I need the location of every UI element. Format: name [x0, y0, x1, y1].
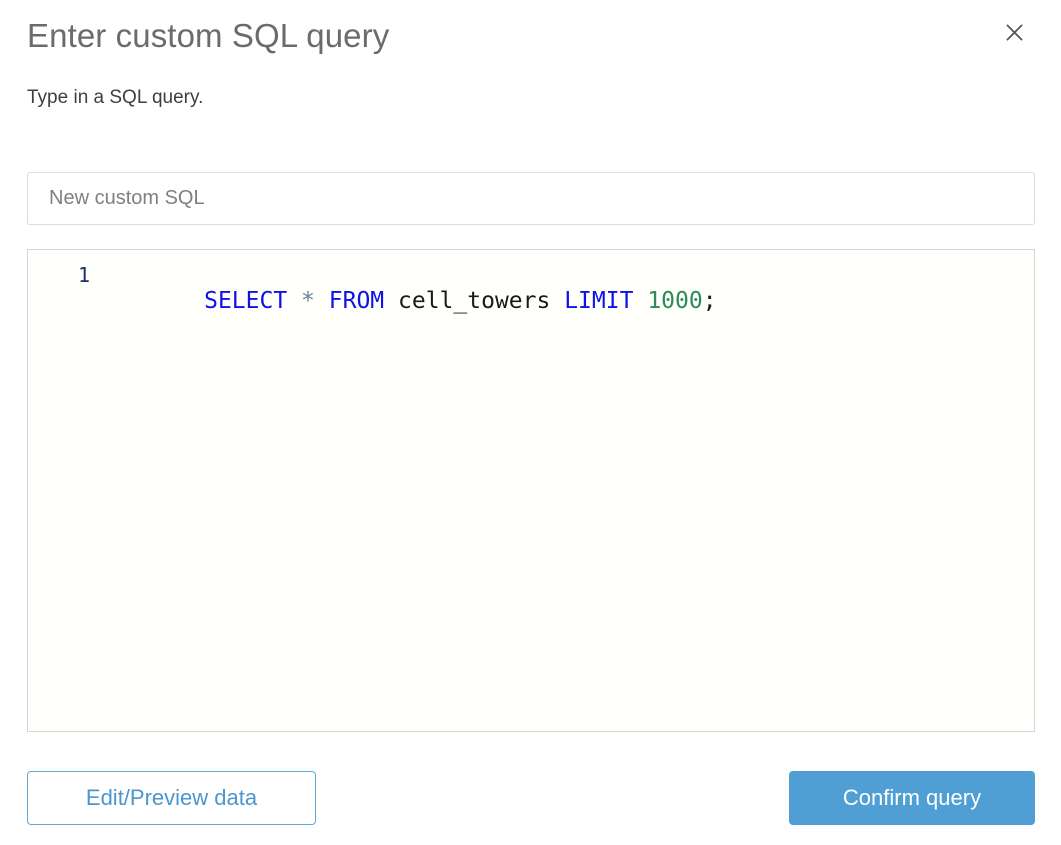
code-line: SELECT * FROM cell_towers LIMIT 1000; — [121, 262, 717, 340]
sql-space — [315, 288, 329, 314]
edit-preview-data-button[interactable]: Edit/Preview data — [27, 771, 316, 825]
sql-space — [633, 288, 647, 314]
line-number: 1 — [77, 263, 90, 287]
close-icon — [1006, 24, 1023, 41]
sql-space — [550, 288, 564, 314]
sql-token-limit-value: 1000 — [647, 288, 703, 314]
query-name-input[interactable] — [27, 172, 1035, 225]
sql-token-star: * — [301, 288, 315, 314]
sql-token-semicolon: ; — [702, 288, 717, 314]
sql-token-limit: LIMIT — [564, 288, 634, 314]
sql-space — [384, 288, 398, 314]
confirm-query-button[interactable]: Confirm query — [789, 771, 1035, 825]
sql-token-from: FROM — [328, 288, 385, 314]
editor-line: 1 SELECT * FROM cell_towers LIMIT 1000; — [28, 250, 1034, 314]
sql-editor[interactable]: 1 SELECT * FROM cell_towers LIMIT 1000; — [27, 249, 1035, 732]
sql-token-select: SELECT — [204, 288, 288, 314]
page-title: Enter custom SQL query — [27, 17, 390, 54]
sql-space — [287, 288, 301, 314]
close-button[interactable] — [1000, 18, 1029, 47]
sql-token-table: cell_towers — [398, 288, 551, 314]
dialog-subtitle: Type in a SQL query. — [27, 87, 204, 108]
